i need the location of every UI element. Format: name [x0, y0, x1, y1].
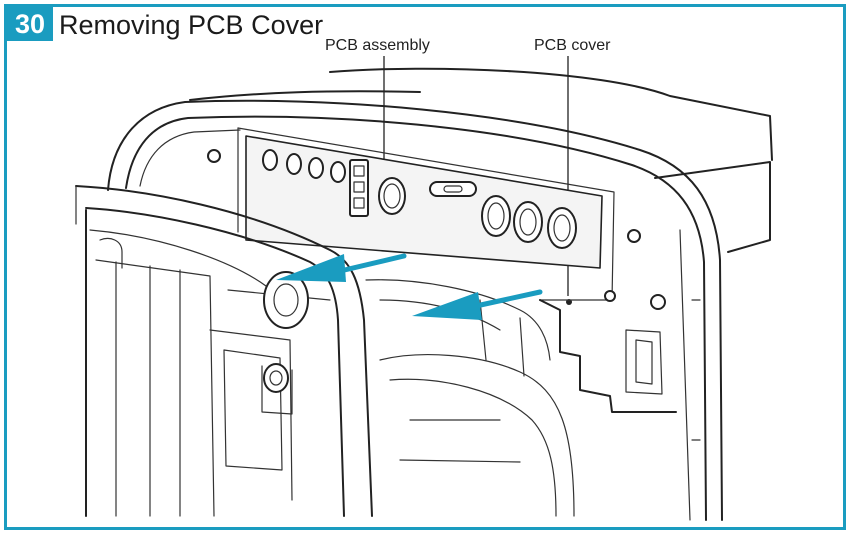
arrow-left-icon: [412, 289, 543, 320]
arrow-left-icon: [276, 253, 407, 282]
callout-pcb-assembly: PCB assembly: [325, 37, 430, 54]
front-frame: [75, 185, 373, 517]
pcb-cover: [539, 299, 677, 413]
step-title: Removing PCB Cover: [59, 10, 324, 40]
pcb-assembly: [207, 127, 666, 310]
callout-pcb-cover: PCB cover: [534, 37, 611, 54]
removal-arrows: [276, 253, 543, 320]
housing-outline: [107, 67, 773, 521]
step-number-badge: 30: [7, 7, 53, 41]
